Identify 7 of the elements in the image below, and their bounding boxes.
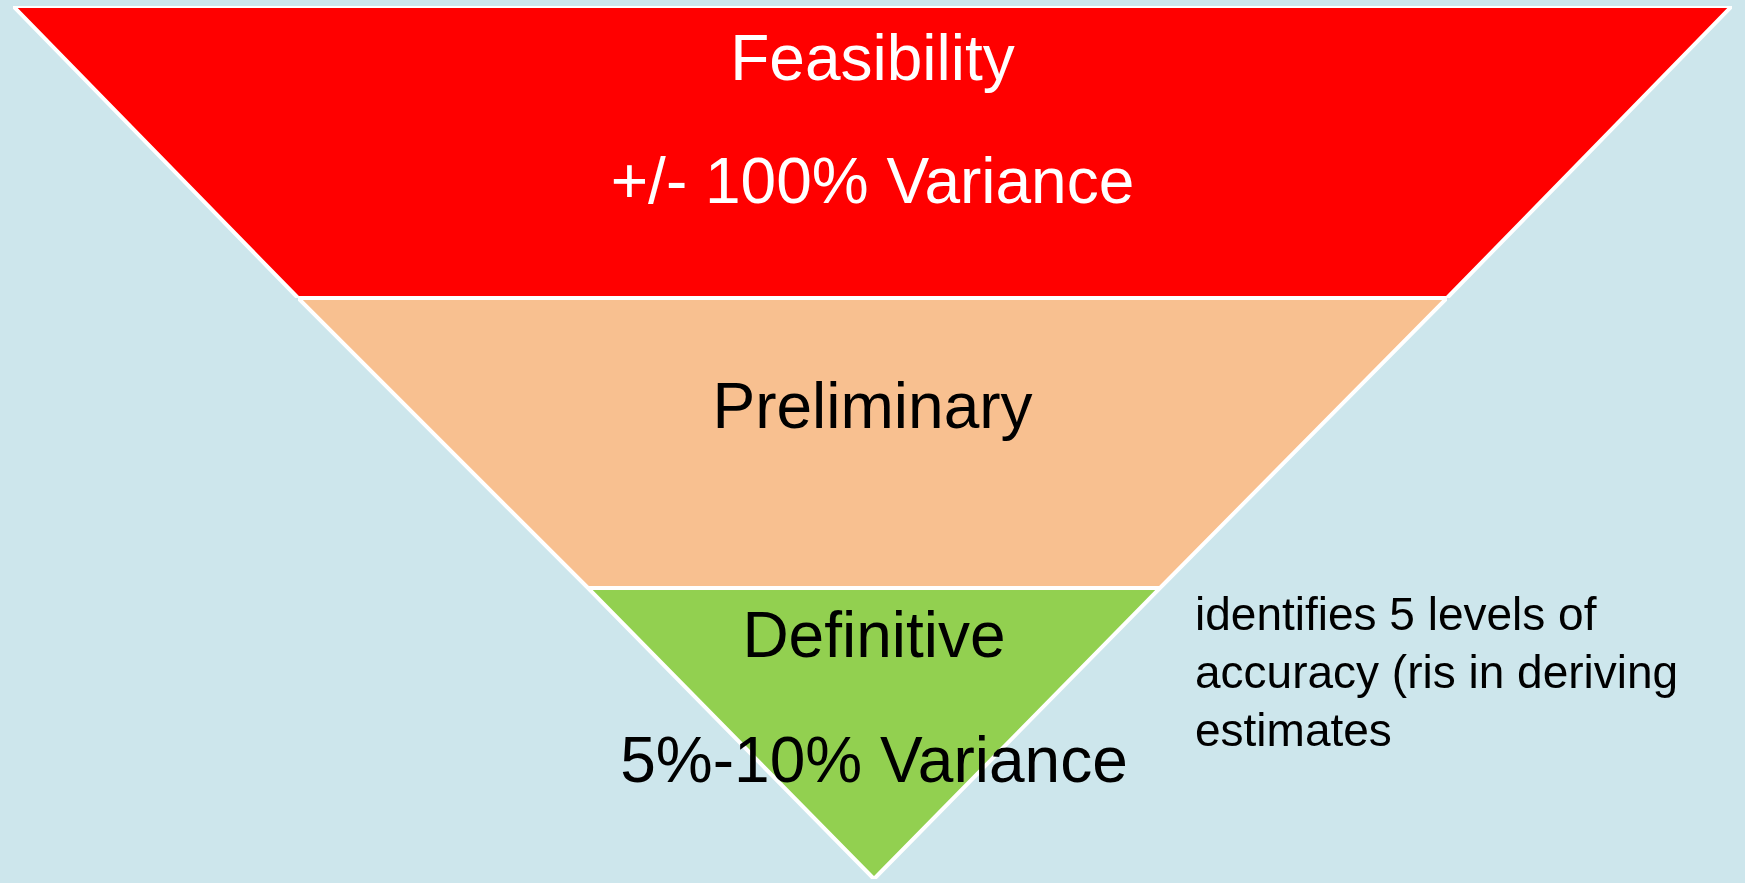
stage-title: Definitive (741, 598, 1007, 673)
note-text: identifies 5 levels of accuracy (ris in deriving estimates (1195, 587, 1680, 758)
stage-title: Feasibility (729, 21, 1016, 96)
stage-title: Preliminary (711, 369, 1034, 444)
funnel-band (13, 6, 1732, 298)
funnel-band (298, 298, 1447, 588)
variance-text: +/- 100% Variance (609, 144, 1136, 219)
